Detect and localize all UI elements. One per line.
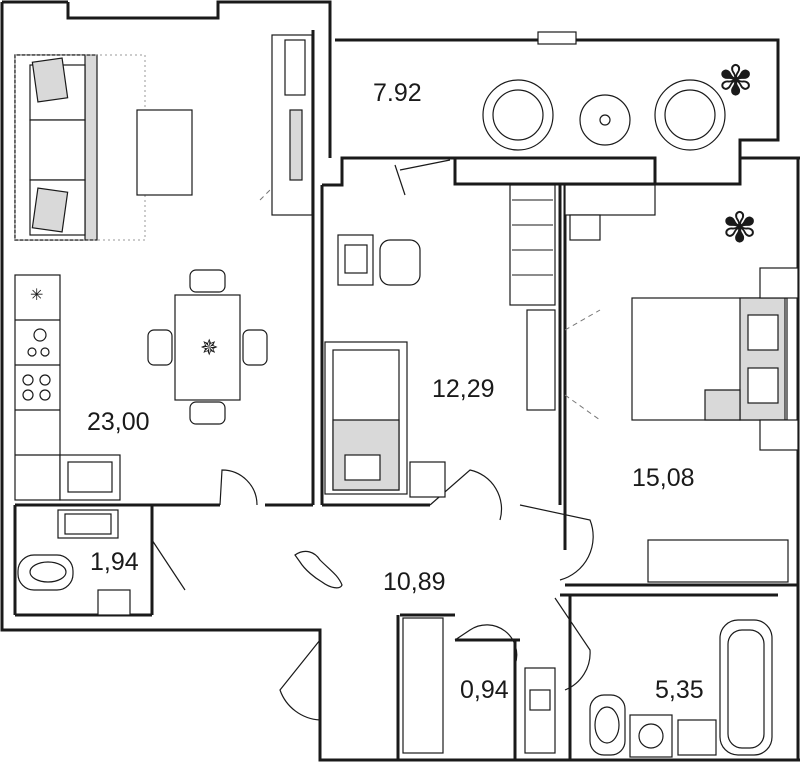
- bath-furniture: [402, 617, 773, 758]
- plant-icon: ✵: [200, 335, 218, 360]
- living-furniture: ✳ ✵: [14, 34, 313, 501]
- bedroom2-area-label: 15,08: [632, 464, 695, 492]
- plant-icon-balcony: ✾: [718, 57, 753, 104]
- cat-icon: [294, 550, 343, 589]
- plant-icon-bedroom: ✾: [722, 204, 757, 251]
- bedroom1-furniture: [324, 184, 556, 498]
- room-labels: 7.92 23,00 12,29 15,08 1,94 10,89 0,94 5…: [87, 79, 704, 704]
- bathroom-area-label: 5,35: [655, 676, 704, 704]
- bedroom1-area-label: 12,29: [432, 375, 495, 403]
- closet-area-label: 0,94: [460, 676, 509, 704]
- balcony-area-label: 7.92: [373, 79, 422, 107]
- living-area-label: 23,00: [87, 408, 150, 436]
- wc-furniture: [17, 509, 131, 616]
- hall-area-label: 10,89: [383, 568, 446, 596]
- wc-area-label: 1,94: [90, 548, 139, 576]
- fridge-icon: ✳: [30, 287, 43, 304]
- door-swings: [151, 159, 601, 721]
- balcony-furniture: ✾: [482, 57, 753, 151]
- bedroom2-furniture: ✾: [564, 184, 799, 583]
- balcony-vent: [537, 31, 577, 45]
